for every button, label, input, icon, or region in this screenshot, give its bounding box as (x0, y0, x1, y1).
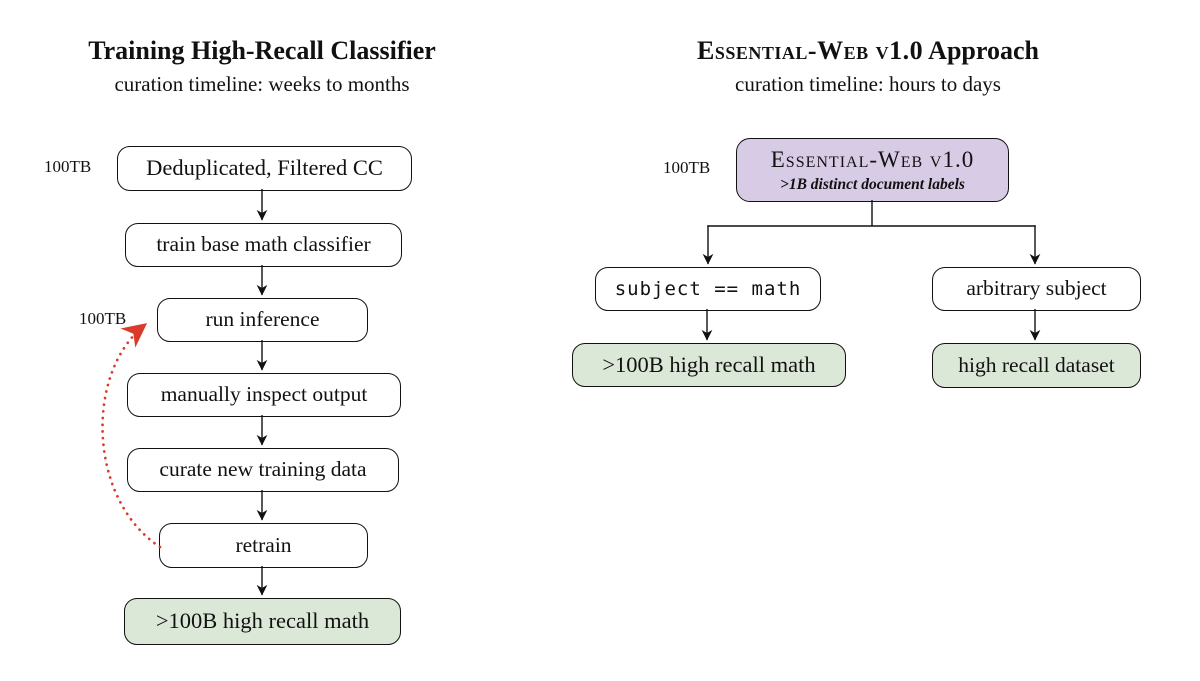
node-curate-new-training-data: curate new training data (127, 448, 399, 492)
right-source-size-label: 100TB (663, 158, 711, 177)
right-panel-title-rest: Approach (923, 36, 1039, 65)
node-condition-arbitrary-subject: arbitrary subject (932, 267, 1141, 311)
arrow-loop-retrain-to-inference (101, 322, 162, 549)
node-deduplicated-filtered-cc: Deduplicated, Filtered CC (117, 146, 412, 191)
left-source-size-label: 100TB (44, 157, 92, 176)
right-panel-header: Essential-Web v1.0 Approach curation tim… (636, 36, 1100, 97)
right-panel-title-brand: Essential-Web v1.0 (697, 36, 924, 65)
node-condition-subject-math: subject == math (595, 267, 821, 311)
right-panel-subtitle: curation timeline: hours to days (735, 71, 1001, 96)
left-panel-header: Training High-Recall Classifier curation… (20, 36, 504, 97)
right-panel-title: Essential-Web v1.0 Approach (636, 36, 1100, 66)
node-run-inference: run inference (157, 298, 368, 342)
node-manually-inspect-output: manually inspect output (127, 373, 401, 417)
essential-web-root-subtitle: >1B distinct document labels (780, 175, 965, 193)
left-inference-size-label: 100TB (79, 309, 127, 328)
node-left-result-high-recall-math: >100B high recall math (124, 598, 401, 645)
node-train-base-math-classifier: train base math classifier (125, 223, 402, 267)
node-right-result-high-recall-dataset: high recall dataset (932, 343, 1141, 388)
node-retrain: retrain (159, 523, 368, 568)
node-essential-web-root: Essential-Web v1.0 >1B distinct document… (736, 138, 1009, 202)
node-right-result-high-recall-math: >100B high recall math (572, 343, 846, 387)
left-panel-subtitle: curation timeline: weeks to months (114, 71, 410, 96)
left-panel-title: Training High-Recall Classifier (88, 36, 436, 65)
essential-web-root-title: Essential-Web v1.0 (770, 146, 975, 172)
